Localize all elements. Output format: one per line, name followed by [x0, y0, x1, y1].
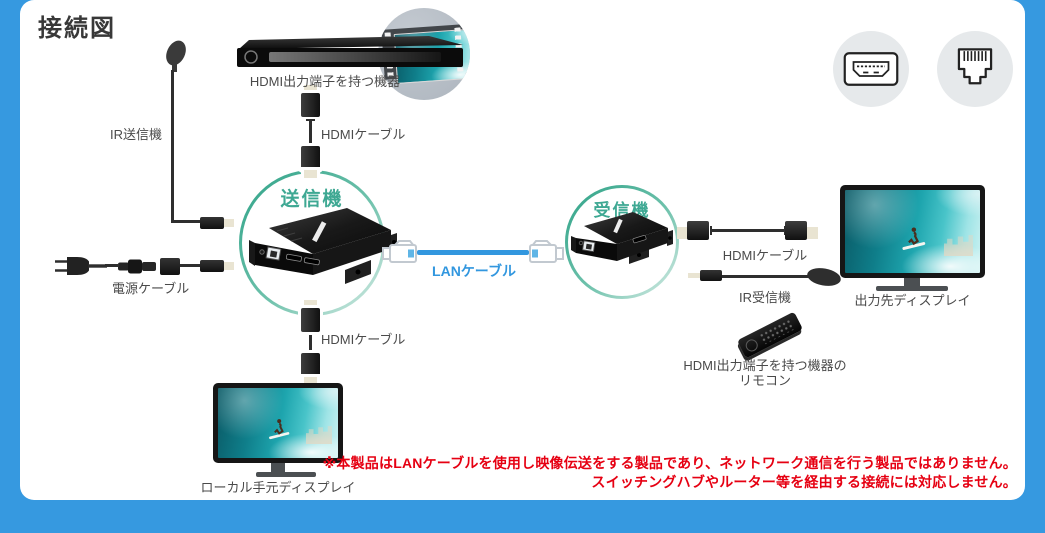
local-display-illustration [213, 383, 343, 463]
ir-plug-tip [224, 219, 234, 227]
tv-stand [271, 463, 285, 472]
hdmi-cable-line [306, 119, 315, 145]
power-cable-label: 電源ケーブル [112, 281, 190, 296]
hdmi-cable-line [306, 333, 315, 352]
dc-plug [200, 260, 224, 272]
transmitter-label: 送信機 [280, 189, 344, 210]
hdmi-connector [301, 93, 320, 117]
source-device-label: HDMI出力端子を持つ機器 [249, 74, 401, 89]
surfer-icon [269, 418, 290, 439]
disclaimer-line2: スイッチングハブやルーター等を経由する接続には対応しません。 [591, 474, 1017, 490]
hdmi-connector [301, 146, 320, 170]
receiver-device-illustration [571, 212, 673, 264]
hdmi-plug-tip [807, 227, 818, 239]
hdmi-port-icon [843, 52, 899, 86]
lan-cable-label: LANケーブル [432, 263, 516, 279]
surf-video-screen [218, 388, 338, 458]
hdmi-connector [301, 308, 320, 332]
remote-label-line1: HDMI出力端子を持つ機器の [683, 358, 847, 373]
ir-transmitter-label: IR送信機 [110, 127, 163, 142]
hdmi-connector [301, 353, 320, 377]
remote-control-illustration [736, 311, 804, 359]
dc-plug-tip [224, 262, 234, 270]
surf-video-screen [845, 190, 980, 273]
source-device-illustration [237, 36, 463, 67]
ir-receiver-plug [700, 270, 722, 281]
power-adapter [160, 258, 180, 275]
tv-stand-base [876, 286, 948, 291]
rj45-port-icon [957, 48, 993, 85]
hdmi-connector [687, 221, 709, 240]
hdmi-plug-tip [304, 85, 317, 93]
power-cord [180, 264, 201, 267]
ir-receiver-head-icon [802, 268, 841, 286]
ir-receiver-tip [688, 273, 700, 278]
surfer-icon [902, 226, 926, 250]
lan-port-badge [937, 31, 1013, 107]
lan-cable-line [417, 250, 529, 255]
power-coupler-icon [118, 259, 156, 274]
output-display-label: 出力先ディスプレイ [854, 293, 971, 308]
tv-stand-base [256, 472, 316, 477]
ir-receiver-label: IR受信機 [738, 290, 791, 305]
tv-stand [904, 278, 920, 286]
ir-cable [171, 220, 202, 223]
diagram-panel: 接続図 HDMI出力端子を持つ機器 HDMIケーブル [20, 0, 1025, 500]
local-display-label: ローカル手元ディスプレイ [200, 480, 356, 495]
ir-plug [200, 217, 224, 229]
rj45-plug-icon [529, 240, 564, 263]
disclaimer-line1: ※本製品はLANケーブルを使用し映像伝送をする製品であり、ネットワーク通信を行う… [322, 455, 1017, 471]
ir-receiver-cable [722, 275, 804, 278]
hdmi-cable-label: HDMIケーブル [722, 248, 808, 263]
ac-plug-icon [55, 257, 107, 275]
rj45-plug-icon [382, 240, 417, 263]
hdmi-plug-tip [677, 227, 688, 239]
hdmi-port-badge [833, 31, 909, 107]
transmitter-device-illustration [249, 208, 397, 284]
hdmi-plug-tip [304, 377, 317, 385]
hdmi-plug-tip [304, 170, 317, 178]
page-title: 接続図 [38, 15, 116, 42]
power-cord [105, 264, 119, 267]
hdmi-connector [785, 221, 807, 240]
ir-cable [171, 70, 174, 222]
hdmi-plug-tip [304, 300, 317, 308]
ir-emitter-icon [166, 40, 186, 72]
disclaimer-notes: ※本製品はLANケーブルを使用し映像伝送をする製品であり、ネットワーク通信を行う… [323, 454, 1017, 492]
hdmi-cable-line [710, 226, 786, 235]
output-display-illustration [840, 185, 985, 278]
hdmi-cable-label: HDMIケーブル [321, 332, 406, 347]
remote-label-line2: リモコン [738, 373, 791, 388]
hdmi-cable-label: HDMIケーブル [321, 127, 406, 142]
